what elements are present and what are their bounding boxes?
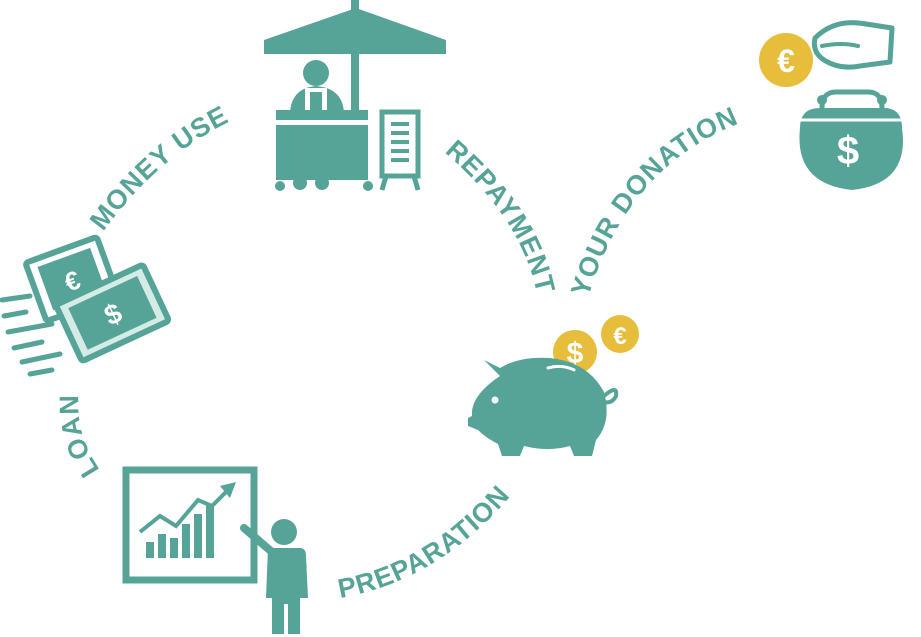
label-repayment: REPAYMENT [440, 134, 561, 296]
label-loan: LOAN [54, 394, 105, 483]
label-your-donation: YOUR DONATION [565, 101, 742, 300]
euro-symbol: € [777, 43, 795, 79]
label-preparation-text: PREPARATION [335, 479, 514, 604]
label-preparation: PREPARATION [335, 479, 515, 604]
label-repayment-text: REPAYMENT [440, 134, 560, 296]
piggy-bank-icon: $ € [468, 315, 639, 456]
speed-lines [0, 293, 63, 377]
presentation-chart-icon [122, 466, 308, 634]
label-money-use: MONEY USE [84, 100, 233, 236]
banknotes-icon: € $ [0, 234, 172, 377]
label-loan-text: LOAN [54, 394, 104, 483]
dollar-symbol: $ [837, 129, 859, 173]
svg-text:€: € [613, 323, 626, 350]
market-stall-icon [264, 0, 446, 191]
euro-coin: € [601, 315, 639, 353]
label-your-donation-text: YOUR DONATION [565, 101, 741, 300]
euro-coin-falling: € [759, 33, 813, 87]
label-money-use-text: MONEY USE [84, 100, 232, 236]
svg-text:$: $ [567, 337, 584, 370]
hand-coin-purse-icon: € $ [759, 20, 906, 190]
